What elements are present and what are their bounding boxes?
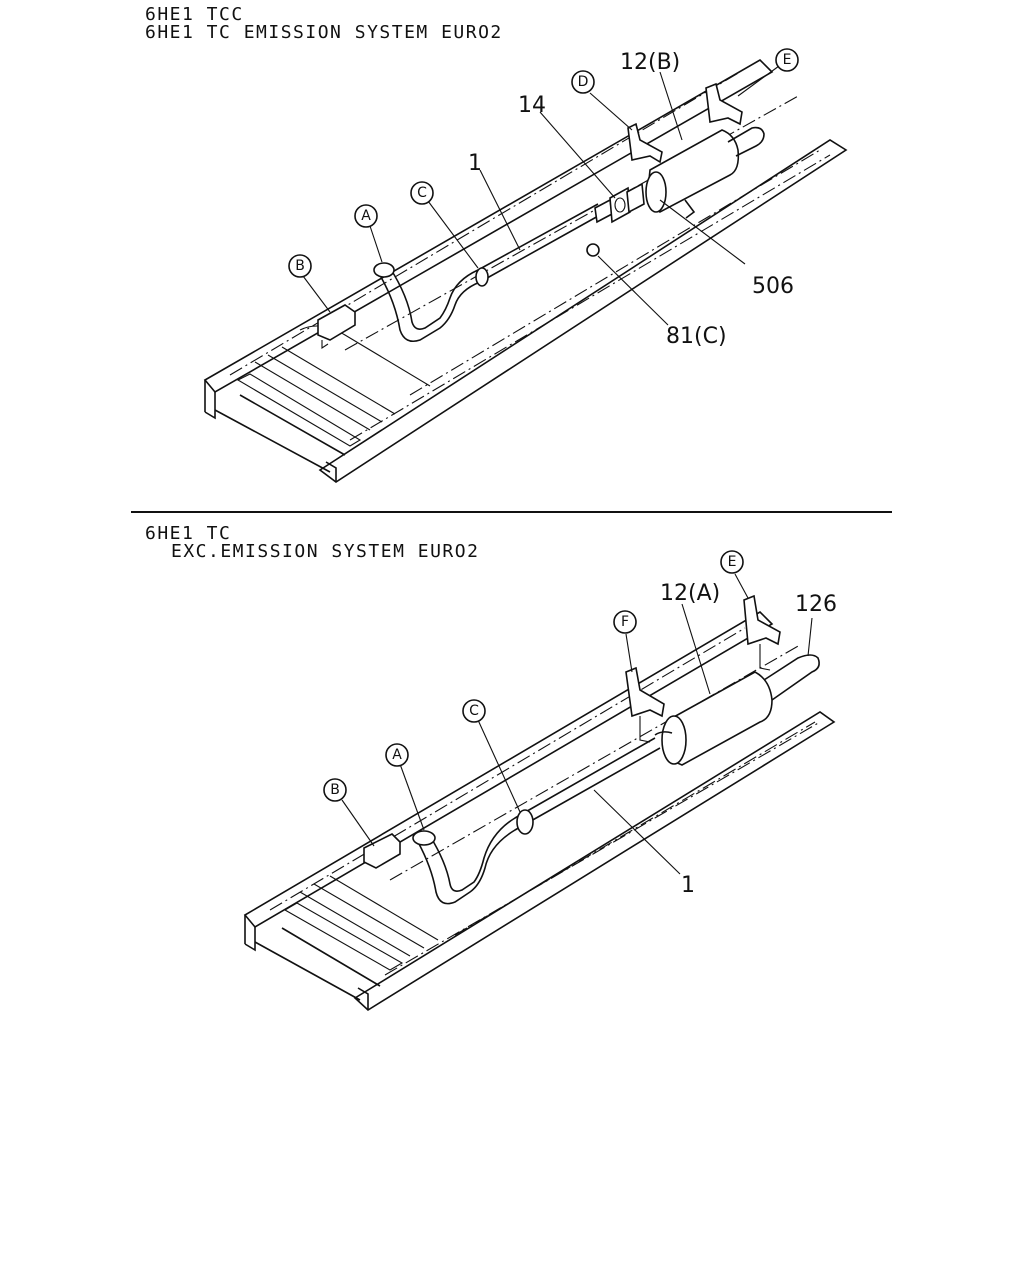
top-label-12b: 12(B)	[620, 50, 680, 75]
top-callout-c: C	[417, 185, 427, 201]
top-hanger-e	[705, 82, 743, 126]
bottom-callout-e: E	[728, 554, 737, 570]
bottom-callout-a: A	[392, 747, 402, 763]
bottom-callout-f: F	[621, 614, 629, 630]
bottom-header-line-1: 6HE1 TC	[145, 523, 232, 544]
top-header-line-1: 6HE1 TCC	[145, 4, 244, 25]
top-label-1: 1	[468, 151, 482, 176]
bottom-hanger-f	[625, 666, 665, 718]
top-callout-d: D	[578, 74, 589, 90]
top-header-line-2: 6HE1 TC EMISSION SYSTEM EURO2	[145, 22, 503, 43]
top-callout-e: E	[783, 52, 792, 68]
top-diagram: A C B D E 12(B) 14 1 506 81(C)	[203, 48, 848, 483]
bottom-flange-a	[412, 830, 436, 846]
bottom-diagram: A C B F E 12(A) 126 1	[243, 550, 837, 1011]
bottom-callout-b: B	[330, 782, 340, 798]
top-hanger-d	[627, 122, 663, 164]
top-exhaust-pipe	[373, 203, 601, 343]
top-callout-b: B	[295, 258, 305, 274]
top-muffler-12b	[645, 126, 765, 213]
top-label-506: 506	[752, 274, 794, 299]
bottom-bracket-b	[363, 833, 401, 869]
top-muffler-flange	[626, 182, 645, 214]
top-bracket-b	[317, 304, 356, 341]
top-label-81c: 81(C)	[666, 324, 727, 349]
bottom-exhaust-pipe	[412, 737, 661, 905]
bottom-hanger-e	[743, 594, 781, 646]
top-label-14: 14	[518, 93, 546, 118]
bottom-label-1: 1	[681, 873, 695, 898]
bottom-muffler-12a	[654, 654, 820, 766]
bottom-callout-c: C	[469, 703, 479, 719]
bottom-header-line-2: EXC.EMISSION SYSTEM EURO2	[171, 541, 480, 562]
bottom-label-126: 126	[795, 592, 837, 617]
top-pipe-flange	[594, 198, 613, 224]
bottom-label-12a: 12(A)	[660, 581, 720, 606]
bottom-chassis-frame	[243, 610, 836, 1011]
top-clip-506	[684, 199, 696, 219]
top-nut-81c	[586, 243, 600, 257]
bottom-clamp-c	[516, 809, 534, 835]
top-clamp-c	[475, 267, 489, 287]
top-flange-a	[373, 262, 395, 278]
section-divider	[131, 511, 892, 513]
top-callout-a: A	[361, 208, 371, 224]
